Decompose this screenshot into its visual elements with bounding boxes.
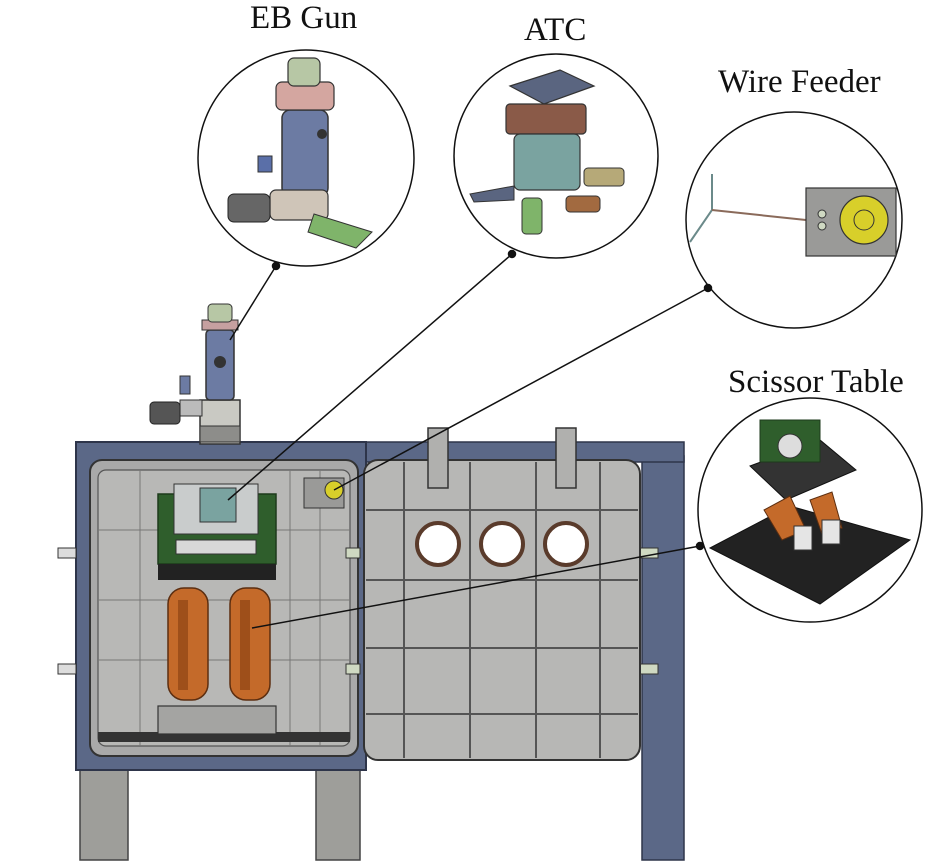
eb-gun-mounted [149, 303, 241, 445]
door-handle-right [555, 427, 577, 489]
scissor-table-detail [697, 397, 923, 623]
eb-gun-detail [197, 49, 415, 267]
wire-feeder-label: Wire Feeder [718, 64, 881, 100]
eb-gun-label: EB Gun [250, 0, 358, 36]
wire-feeder-detail [685, 111, 903, 329]
chamber-internals [157, 477, 345, 735]
leader-eb-gun [229, 265, 277, 341]
bottom-rail [98, 732, 350, 742]
atc-label: ATC [524, 12, 587, 48]
door-handle-left [427, 427, 449, 489]
center-leg [315, 767, 361, 861]
leader-atc [227, 253, 513, 501]
scissor-table-label: Scissor Table [728, 364, 904, 400]
leader-wire-feeder [333, 287, 709, 491]
leader-lines [227, 249, 713, 629]
door-panel [363, 427, 641, 761]
atc-detail [453, 53, 659, 259]
left-leg [79, 767, 129, 861]
left-latches [57, 547, 77, 675]
leader-scissor-table [251, 545, 701, 629]
viewports [415, 521, 589, 567]
right-leg [641, 455, 685, 861]
